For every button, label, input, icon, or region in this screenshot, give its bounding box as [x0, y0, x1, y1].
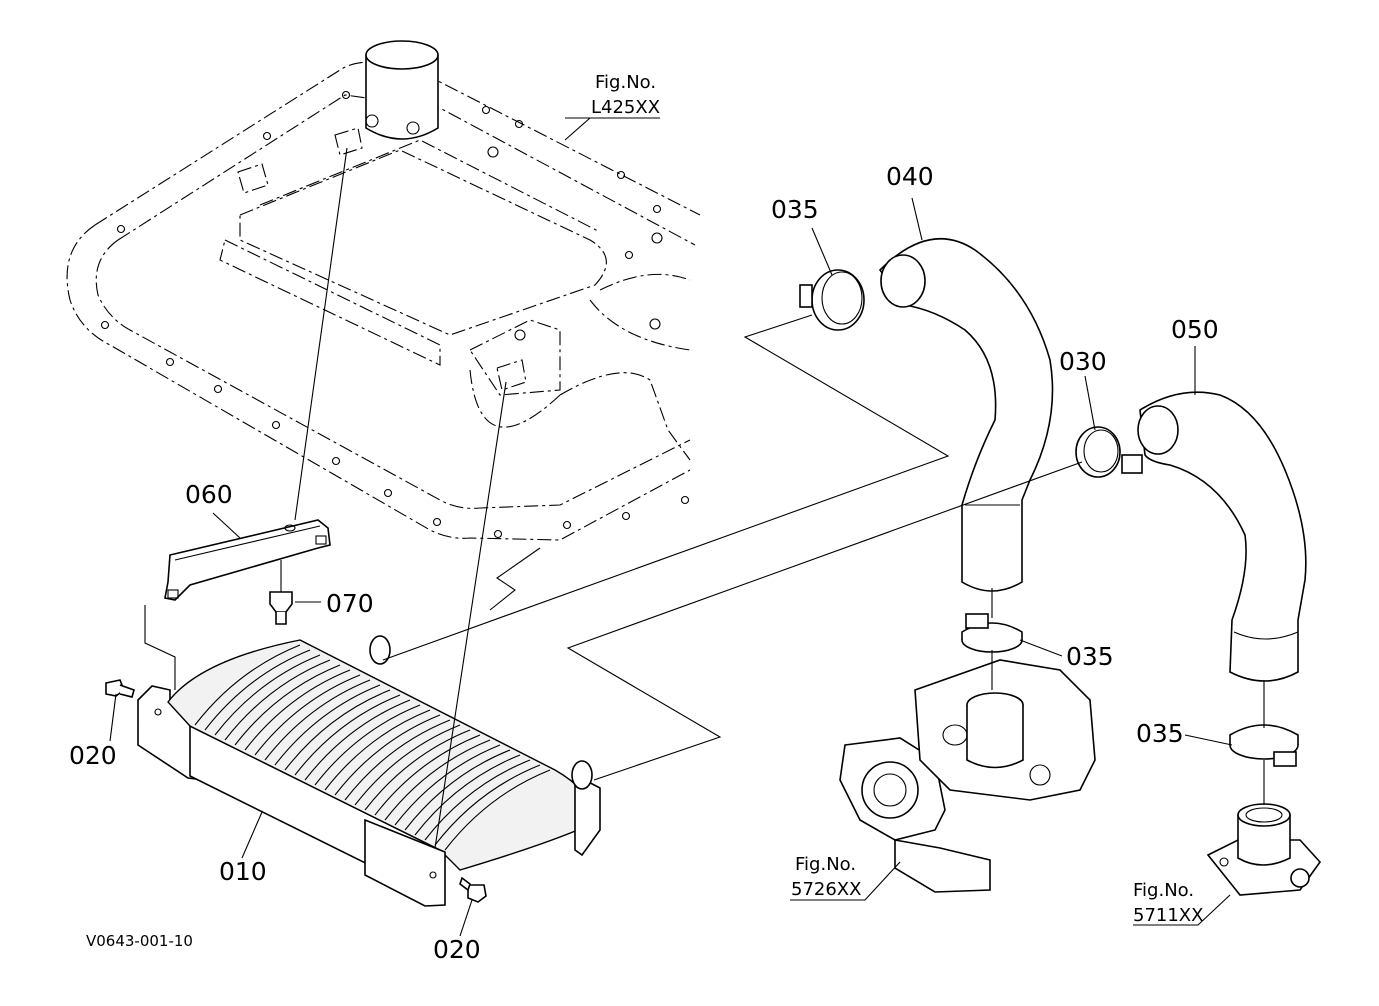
clamp-035-top [799, 269, 865, 331]
bracket-060 [164, 519, 331, 601]
bolt-020-left [105, 679, 135, 698]
label-020-bottom: 020 [433, 935, 481, 964]
hose-040 [878, 237, 1054, 592]
cooler-fins [194, 644, 551, 851]
label-035-right: 035 [1136, 719, 1184, 748]
fig-ref-turbo-number: 5726XX [791, 879, 861, 900]
bolt-070 [269, 560, 293, 625]
drawing-code: V0643-001-10 [86, 932, 193, 950]
label-010: 010 [219, 857, 267, 886]
fig-ref-outlet-number: 5711XX [1133, 905, 1203, 926]
clamp-030 [1075, 426, 1143, 478]
label-070: 070 [326, 589, 374, 618]
callout-leaders [109, 117, 1233, 937]
assembly-lines [144, 147, 1265, 849]
outlet-flange [1206, 803, 1322, 896]
hose-050 [1137, 391, 1307, 682]
label-050: 050 [1171, 315, 1219, 344]
fig-ref-outlet-label: Fig.No. [1133, 880, 1194, 901]
label-035-mid: 035 [1066, 642, 1114, 671]
turbocharger [839, 659, 1096, 893]
label-030: 030 [1059, 347, 1107, 376]
intake-pipe [365, 40, 439, 140]
label-040: 040 [886, 162, 934, 191]
label-035-top: 035 [771, 195, 819, 224]
label-020-left: 020 [69, 741, 117, 770]
label-060: 060 [185, 480, 233, 509]
hood-bolts [100, 90, 690, 539]
fig-ref-top-label: Fig.No. [595, 72, 656, 93]
clamp-035-mid [961, 613, 1023, 653]
hood-panel [66, 40, 701, 541]
fig-ref-turbo-label: Fig.No. [795, 854, 856, 875]
fig-ref-top-number: L425XX [591, 97, 660, 118]
bolt-020-bottom [459, 876, 487, 903]
clamp-035-right [1229, 724, 1299, 767]
intercooler-010 [137, 635, 601, 907]
